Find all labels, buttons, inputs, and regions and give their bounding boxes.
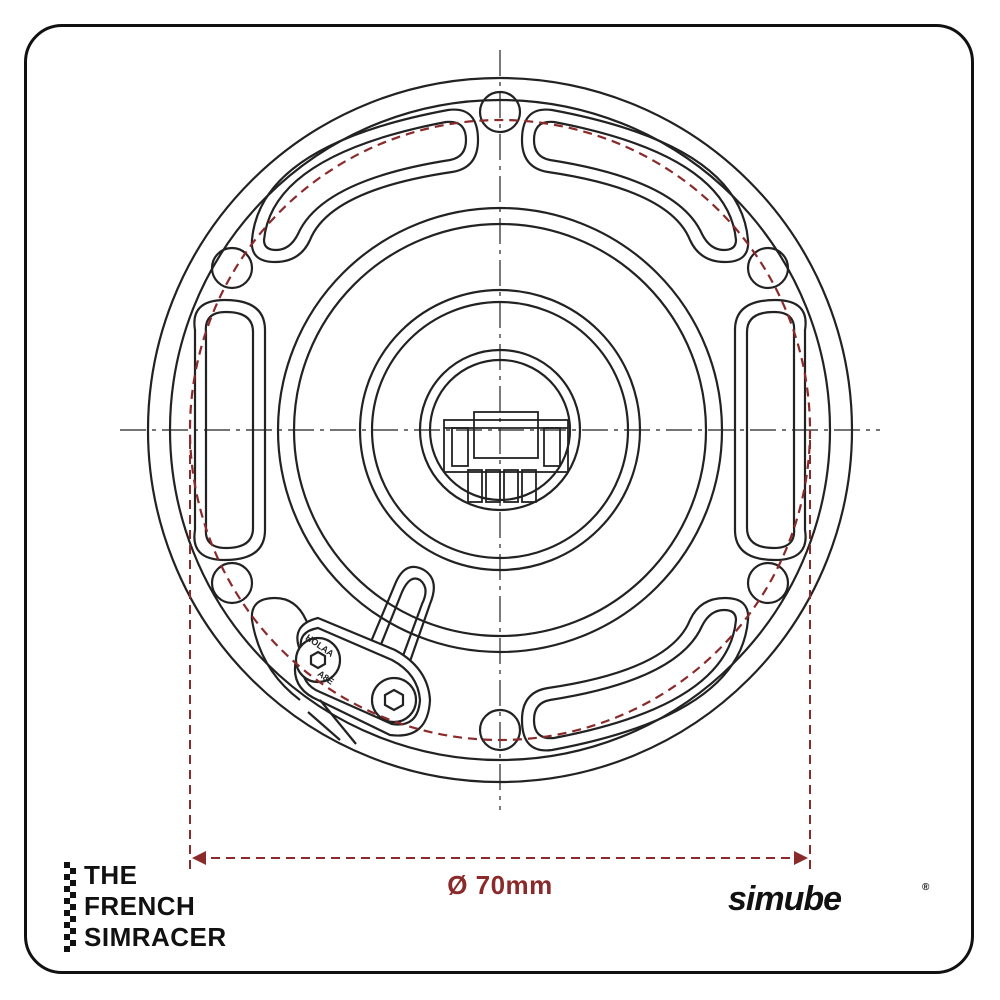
logo-line-1: THE: [84, 860, 138, 890]
mount-hole-lower-left: [210, 561, 254, 605]
logo-line-2: FRENCH: [84, 891, 196, 921]
kidney-slot-top-right: [520, 108, 750, 264]
release-lever: [293, 565, 435, 745]
dimension-arrows: [192, 851, 808, 865]
mount-hole-upper-right: [746, 246, 790, 290]
kidney-slot-bottom-right: [520, 596, 750, 752]
logo-line-3: SIMRACER: [84, 922, 227, 952]
simube-wordmark: simube: [728, 880, 842, 918]
mount-hole-upper-left: [210, 246, 254, 290]
diameter-dimension-label: Ø 70mm: [447, 870, 553, 900]
simube-logo: simube ®: [728, 880, 929, 919]
pcd-70mm-circle: [188, 118, 812, 742]
electrical-connector: [443, 411, 569, 503]
mount-hole-bottom: [478, 708, 522, 752]
kidney-slot-right: [733, 298, 807, 562]
kidney-slot-top-left: [250, 108, 480, 264]
registered-mark: ®: [922, 882, 930, 893]
mount-hole-lower-right: [746, 561, 790, 605]
checkered-flag-icon: [64, 862, 76, 952]
